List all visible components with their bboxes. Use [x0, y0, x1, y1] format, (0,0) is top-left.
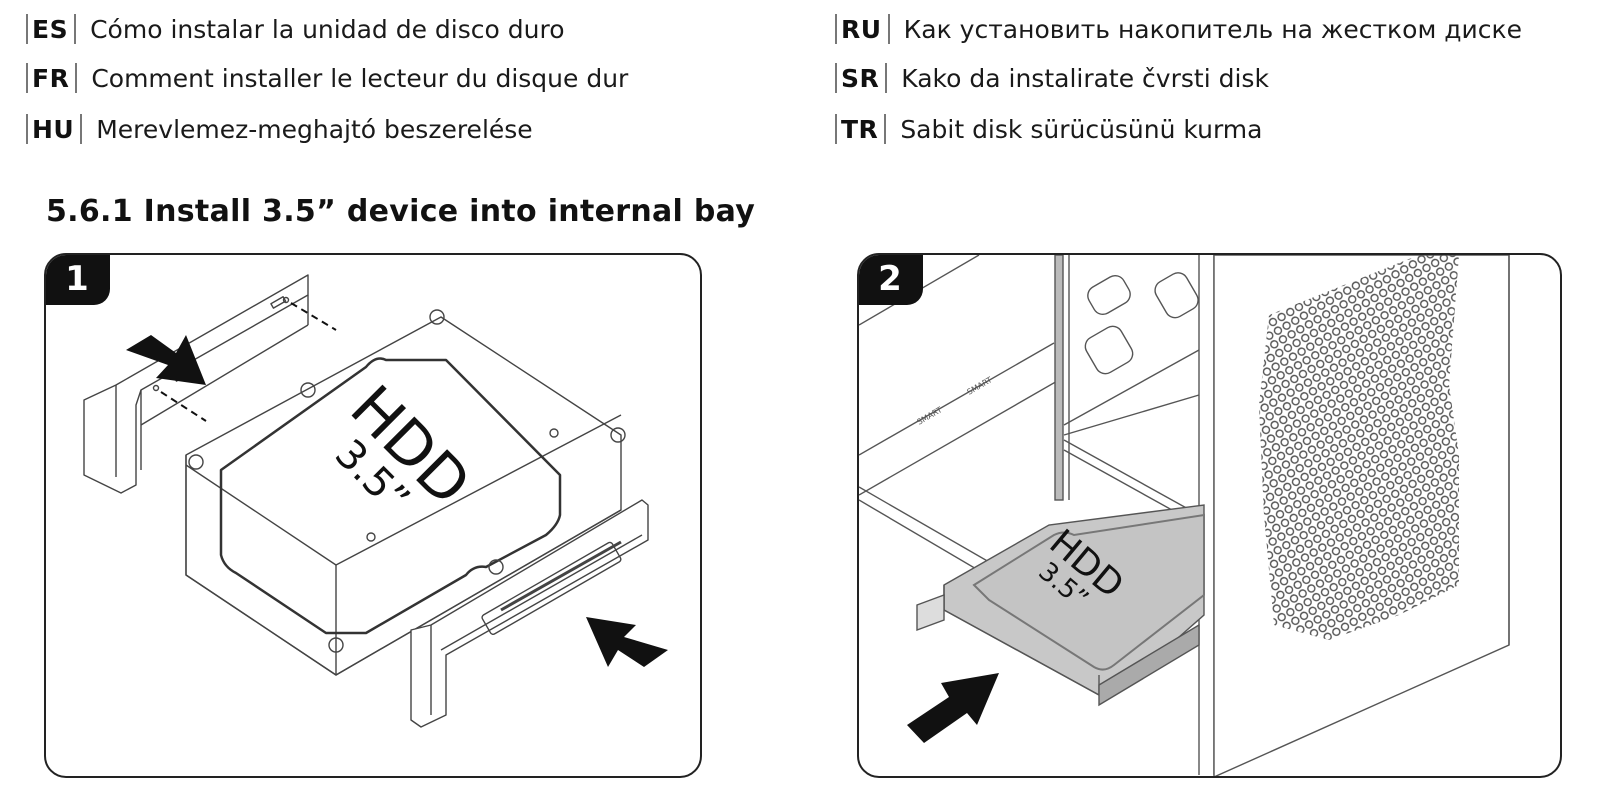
divider	[885, 63, 888, 93]
hdd-drive	[916, 504, 1205, 707]
translation-text: Kako da instalirate čvrsti disk	[901, 63, 1269, 93]
language-code: SR	[841, 63, 880, 93]
svg-text:SMART: SMART	[966, 375, 994, 397]
divider	[26, 14, 28, 44]
divider	[75, 63, 78, 93]
arrow-icon	[126, 335, 206, 385]
language-code: FR	[32, 63, 70, 93]
front-mesh-grille	[1259, 255, 1459, 640]
step-1-illustration: HDD 3.5”	[83, 274, 668, 728]
translation-text: Merevlemez-meghajtó beszerelése	[96, 114, 533, 144]
divider	[835, 63, 837, 93]
translation-text: Как установить накопитель на жестком дис…	[903, 14, 1523, 44]
divider	[74, 14, 77, 44]
translation-ru: RU Как установить накопитель на жестком …	[835, 12, 1522, 46]
translation-text: Comment installer le lecteur du disque d…	[91, 63, 629, 93]
divider	[835, 14, 837, 44]
translation-fr: FR Comment installer le lecteur du disqu…	[26, 61, 628, 95]
translation-text: Cómo instalar la unidad de disco duro	[90, 14, 565, 44]
translation-hu: HU Merevlemez-meghajtó beszerelése	[26, 112, 533, 146]
arrow-icon	[586, 617, 668, 667]
right-mounting-rail	[410, 499, 649, 728]
divider	[884, 114, 887, 144]
translation-es: ES Cómo instalar la unidad de disco duro	[26, 12, 564, 46]
step-number-badge: 1	[46, 255, 110, 305]
translation-tr: TR Sabit disk sürücüsünü kurma	[835, 112, 1262, 146]
divider	[80, 114, 83, 144]
hdd-drive	[185, 309, 626, 676]
language-code: RU	[841, 14, 882, 44]
svg-text:SMART: SMART	[916, 405, 944, 427]
translation-sr: SR Kako da instalirate čvrsti disk	[835, 61, 1269, 95]
arrow-icon	[907, 673, 999, 743]
step-2-illustration: SMART SMART	[859, 255, 1510, 776]
step-1-panel: 1	[44, 253, 702, 778]
step-2-panel: 2 SMART SMART	[857, 253, 1562, 778]
translation-text: Sabit disk sürücüsünü kurma	[900, 114, 1263, 144]
language-code: HU	[32, 114, 75, 144]
divider	[26, 114, 28, 144]
divider	[887, 14, 890, 44]
language-code: ES	[32, 14, 69, 44]
divider	[26, 63, 28, 93]
step-number-badge: 2	[859, 255, 923, 305]
language-code: TR	[841, 114, 879, 144]
divider	[835, 114, 837, 144]
section-title: 5.6.1 Install 3.5” device into internal …	[46, 194, 756, 229]
